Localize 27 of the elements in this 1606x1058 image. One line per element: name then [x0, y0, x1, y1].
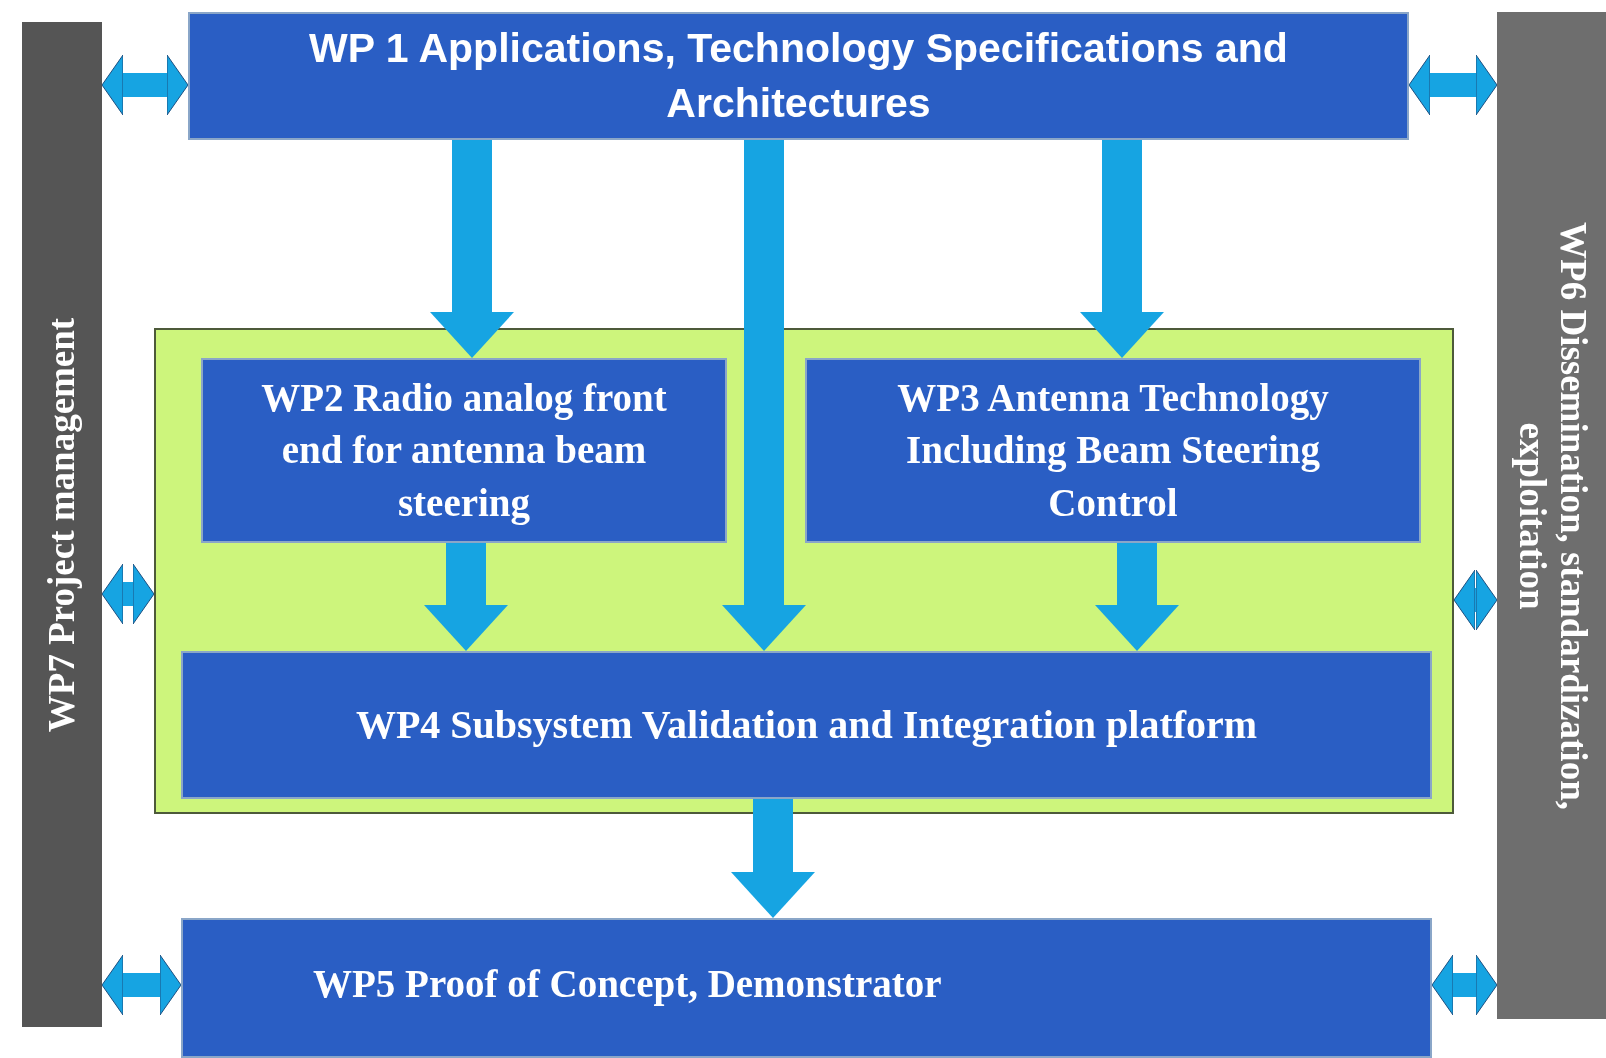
work-package-box	[181, 918, 1432, 1058]
double-arrow	[101, 954, 182, 1016]
side-bar	[22, 22, 102, 1027]
work-package-box	[188, 12, 1409, 140]
double-arrow	[1431, 954, 1498, 1016]
double-arrow	[1453, 569, 1498, 631]
double-arrow	[1408, 54, 1498, 116]
arrow	[430, 140, 514, 358]
package-label: WP7 Project management	[41, 317, 83, 732]
side-bar	[1497, 12, 1606, 1019]
arrow	[1080, 140, 1164, 358]
double-arrow	[101, 563, 155, 625]
package-label: WP5 Proof of Concept, Demonstrator	[313, 960, 942, 1008]
work-package-box	[201, 358, 727, 543]
double-arrow	[101, 54, 189, 116]
arrow	[424, 543, 508, 651]
package-label: WP4 Subsystem Validation and Integration platform	[355, 701, 1258, 749]
work-package-box	[805, 358, 1421, 543]
package-label: WP2 Radio analog front end for antenna beam steering	[260, 374, 668, 527]
package-label: WP 1 Applications, Technology Specifications and Architectures	[308, 23, 1289, 128]
group-panel	[154, 328, 1454, 814]
arrow	[731, 799, 815, 918]
package-label: WP6 Dissemination, standardization, exploitation	[1510, 220, 1593, 812]
arrow	[1095, 543, 1179, 651]
work-package-box	[181, 651, 1432, 799]
arrow	[722, 140, 806, 651]
package-label: WP3 Antenna Technology Including Beam Steering Control	[896, 374, 1330, 526]
